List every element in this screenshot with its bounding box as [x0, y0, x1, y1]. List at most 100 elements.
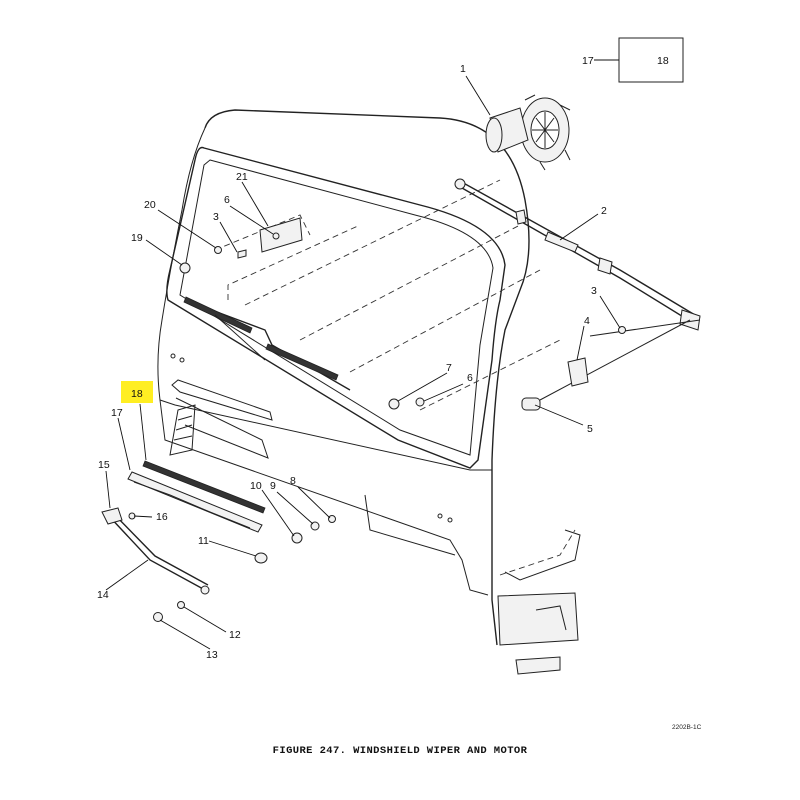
leader-13 — [159, 619, 211, 650]
linkage-bracket — [597, 257, 613, 275]
washer-6 — [272, 232, 280, 240]
reference-box-label: 18 — [657, 55, 669, 67]
callout-14: 14 — [97, 589, 109, 601]
leader-20 — [157, 209, 217, 249]
hardware-parts — [128, 217, 626, 675]
motor-end-cap — [485, 117, 503, 153]
callout-7: 7 — [446, 362, 452, 374]
linkage-rod-lower — [461, 187, 699, 327]
leader-10 — [261, 489, 295, 537]
glass-guide-line — [214, 214, 311, 251]
wiper-blade-refill — [127, 471, 263, 533]
highlighted-callout-18[interactable]: 18 — [121, 381, 153, 403]
wiper-arm — [101, 507, 210, 595]
mount-hole — [179, 357, 185, 363]
figure-id: 2202B-1C — [672, 724, 702, 731]
wiper-arm-rod-2 — [111, 511, 209, 586]
linkage-bracket — [515, 209, 527, 225]
installed-arm-link — [214, 314, 266, 361]
callout-labels: 1 2 3 3 4 5 6 6 7 8 9 10 11 12 13 14 15 … — [97, 63, 607, 661]
leader-3a — [219, 221, 238, 253]
linkage-pivot — [454, 178, 466, 190]
washer-12 — [177, 601, 185, 609]
nut-7 — [388, 398, 400, 410]
leader-21 — [241, 181, 269, 227]
wiper-blade-insert — [142, 460, 266, 514]
linkage-rod-upper — [457, 179, 701, 319]
callout-10: 10 — [250, 480, 262, 492]
lower-panel — [159, 399, 492, 471]
leader-19 — [145, 239, 183, 266]
bracket-21 — [259, 217, 303, 253]
glass-guide-line — [419, 339, 561, 411]
leader-11 — [208, 540, 257, 557]
pivot-bracket — [567, 357, 589, 387]
nut-10 — [291, 532, 303, 544]
glass-guide-line — [227, 224, 361, 300]
lower-mount-foot — [515, 656, 561, 675]
wiper-arm-clip — [101, 507, 123, 525]
leader-17 — [117, 417, 131, 471]
leader-6b — [423, 383, 464, 402]
motor-mount-tabs — [524, 94, 571, 171]
hidden-edge — [499, 529, 576, 576]
leader-12 — [183, 606, 227, 633]
callout-20: 20 — [144, 199, 156, 211]
lower-trim-strip — [171, 379, 273, 421]
windshield-frame — [166, 146, 506, 469]
leader-2 — [559, 213, 599, 241]
callout-9: 9 — [270, 480, 276, 492]
reference-box-frame — [618, 37, 684, 83]
mount-hole — [170, 353, 176, 359]
linkage-guide — [539, 319, 691, 401]
lower-panel-edge — [159, 399, 489, 596]
reference-box-pointer-label: 17 — [582, 55, 594, 67]
leader-lines — [105, 75, 621, 650]
callout-5: 5 — [587, 423, 593, 435]
exploded-wiper-blade — [127, 460, 266, 533]
glass-guide-line — [349, 269, 541, 373]
leader-14 — [105, 559, 149, 591]
callout-13: 13 — [206, 649, 218, 661]
leader-9 — [276, 491, 314, 525]
screw-3 — [237, 249, 247, 259]
leader-3b — [599, 295, 621, 329]
lower-panel-crease — [364, 494, 456, 556]
nut-13 — [153, 612, 163, 622]
wiper-blade-frame — [133, 481, 251, 529]
callout-16: 16 — [156, 511, 168, 523]
callout-8: 8 — [290, 475, 296, 487]
callout-11: 11 — [198, 535, 209, 547]
cab-front-shell — [157, 109, 581, 646]
wiper-arm-rod — [107, 514, 206, 591]
lower-mount-block — [497, 592, 579, 646]
mount-hole — [437, 513, 443, 519]
glass-guide-line — [299, 224, 521, 341]
highlight-box — [121, 381, 153, 403]
callout-21: 21 — [236, 171, 248, 183]
leader-8 — [297, 486, 331, 519]
callout-12: 12 — [229, 629, 241, 641]
callout-3: 3 — [591, 285, 597, 297]
leader-5 — [534, 404, 584, 426]
wiper-motor — [485, 94, 571, 171]
motor-gear-spokes — [532, 112, 558, 148]
leader-18 — [139, 403, 147, 461]
leader-6a — [229, 205, 274, 235]
installed-wiper-blade-left — [183, 296, 253, 334]
callout-6: 6 — [467, 372, 473, 384]
washer-8 — [328, 515, 336, 523]
callout-1: 1 — [460, 63, 466, 75]
washer-6b — [415, 397, 425, 407]
linkage-crank — [544, 231, 579, 253]
mount-hole — [447, 517, 453, 523]
reference-box: 17 18 — [582, 37, 684, 83]
vent-slats — [173, 415, 193, 441]
vent-grille — [169, 404, 196, 456]
spacer-11 — [254, 552, 268, 564]
wiper-arm-pivot — [200, 585, 210, 595]
cab-outline — [204, 109, 530, 646]
glass-guide-line — [244, 179, 501, 306]
leader-16 — [133, 515, 153, 518]
